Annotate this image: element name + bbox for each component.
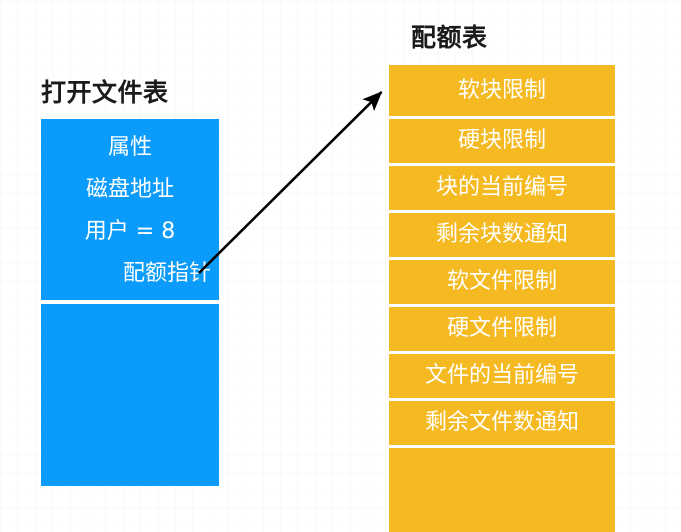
- quota-table-row-hard-file-limit: 硬文件限制: [389, 307, 615, 354]
- open-file-table-row-disk-address: 磁盘地址: [85, 177, 174, 202]
- quota-table-row-soft-block-limit: 软块限制: [389, 65, 615, 119]
- open-file-table-divider: [41, 300, 219, 304]
- quota-table-row-current-file-number: 文件的当前编号: [389, 354, 615, 401]
- quota-table: 软块限制 硬块限制 块的当前编号 剩余块数通知 软文件限制 硬文件限制 文件的当…: [389, 65, 615, 532]
- open-file-table-empty-area: [41, 304, 219, 486]
- open-file-table-row-attributes: 属性: [107, 135, 152, 160]
- quota-table-row-hard-block-limit: 硬块限制: [389, 119, 615, 166]
- quota-table-row-file-warning-count: 剩余文件数通知: [389, 401, 615, 448]
- open-file-table-row-user: 用户 = 8: [84, 219, 176, 244]
- open-file-table: 属性 磁盘地址 用户 = 8 配额指针: [41, 119, 219, 486]
- open-file-table-row-quota-pointer: 配额指针: [122, 261, 211, 286]
- open-file-table-rows: 属性 磁盘地址 用户 = 8 配额指针: [41, 119, 219, 300]
- quota-table-row-block-warning-count: 剩余块数通知: [389, 213, 615, 260]
- quota-table-row-soft-file-limit: 软文件限制: [389, 260, 615, 307]
- quota-table-empty-area: [389, 448, 615, 508]
- quota-table-title: 配额表: [411, 23, 488, 52]
- open-file-table-title: 打开文件表: [41, 78, 169, 107]
- quota-table-row-current-block-number: 块的当前编号: [389, 166, 615, 213]
